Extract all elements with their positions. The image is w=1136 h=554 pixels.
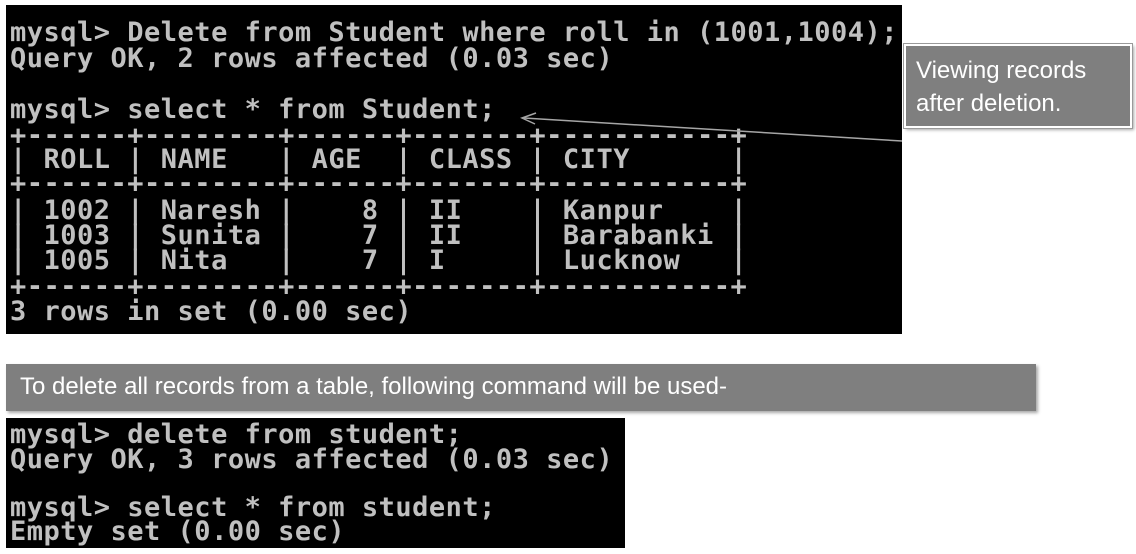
- console-line-query-ok: Query OK, 3 rows affected (0.03 sec): [10, 444, 614, 475]
- table-border-header: +------+--------+------+-------+--------…: [10, 168, 748, 199]
- console-line-row-count: 3 rows in set (0.00 sec): [10, 296, 413, 327]
- console-line-query-ok: Query OK, 2 rows affected (0.03 sec): [10, 43, 614, 74]
- console-line-empty-set: Empty set (0.00 sec): [10, 516, 346, 547]
- table-header-row: | ROLL | NAME | AGE | CLASS | CITY |: [10, 144, 748, 175]
- table-row: | 1005 | Nita | 7 | I | Lucknow |: [10, 245, 748, 276]
- table-border-bottom: +------+--------+------+-------+--------…: [10, 271, 748, 302]
- console-line-select-command: mysql> select * from Student;: [10, 94, 496, 125]
- table-row: | 1002 | Naresh | 8 | II | Kanpur |: [10, 195, 748, 226]
- callout-line-1: Viewing records: [916, 57, 1087, 84]
- instruction-banner: To delete all records from a table, foll…: [6, 364, 1036, 411]
- console-line-delete-command: mysql> Delete from Student where roll in…: [10, 17, 899, 48]
- console-line-delete-all-command: mysql> delete from student;: [10, 419, 463, 450]
- callout-line-2: after deletion.: [916, 90, 1062, 117]
- top-console-window: mysql> Delete from Student where roll in…: [6, 5, 902, 334]
- bottom-console-window: mysql> delete from student; Query OK, 3 …: [6, 418, 625, 548]
- callout-viewing-records: Viewing records after deletion.: [903, 43, 1133, 129]
- console-line-select-command: mysql> select * from student;: [10, 492, 496, 523]
- table-row: | 1003 | Sunita | 7 | II | Barabanki |: [10, 220, 748, 251]
